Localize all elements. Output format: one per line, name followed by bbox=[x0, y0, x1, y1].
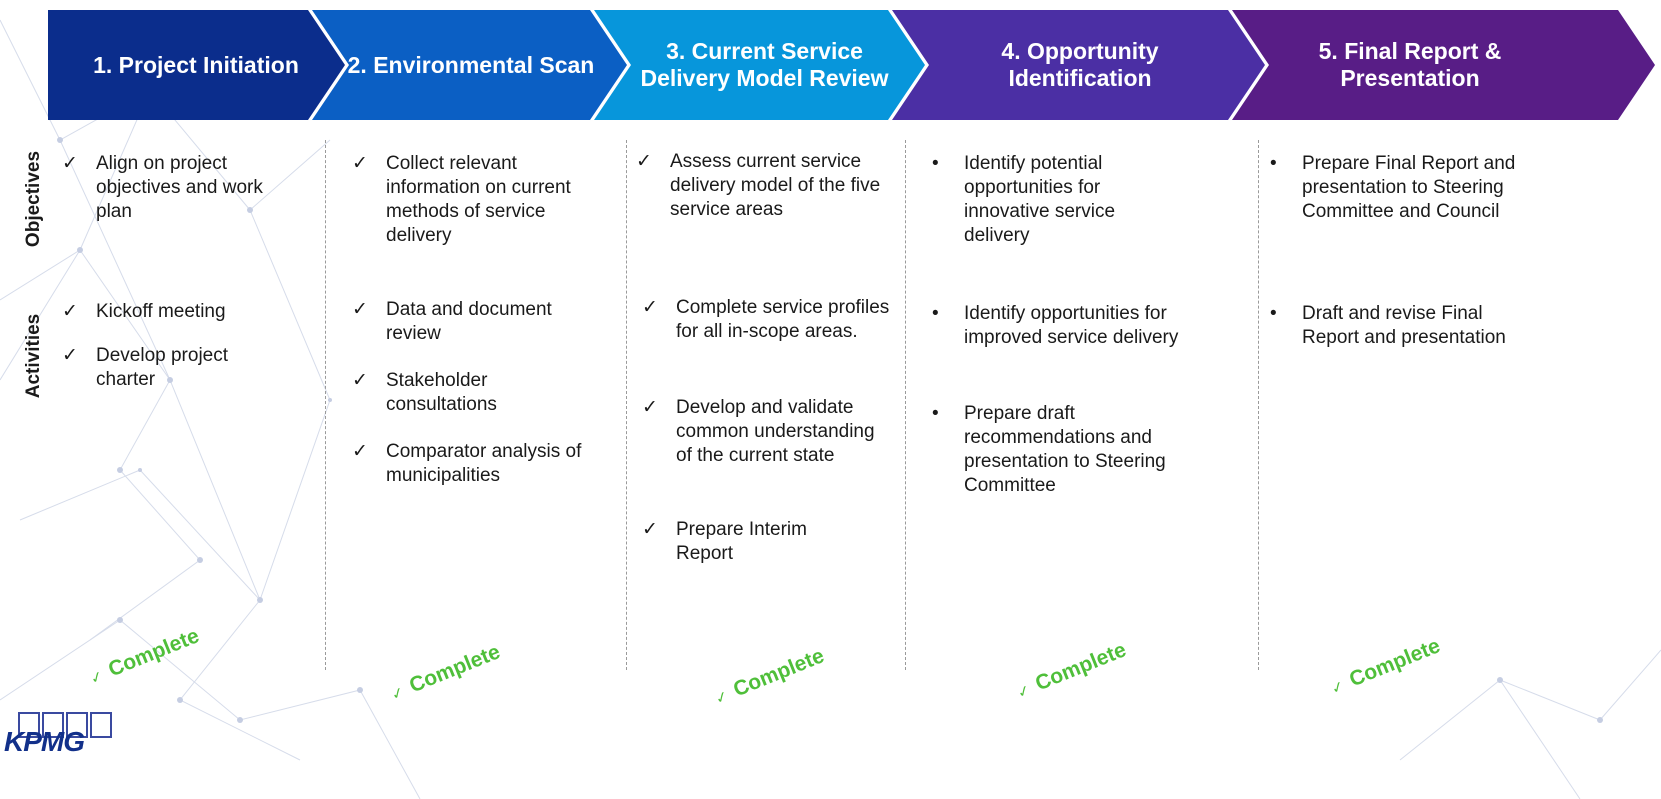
phase-3-title: 3. Current Service Delivery Model Review bbox=[640, 38, 889, 91]
phase-1-title: 1. Project Initiation bbox=[93, 51, 299, 78]
objective-text: Identify potential opportunities for inn… bbox=[964, 153, 1116, 246]
checkmark-icon: ✓ bbox=[352, 299, 368, 320]
checkmark-icon: ✓ bbox=[87, 667, 106, 689]
objective-text: Prepare Final Report and presentation to… bbox=[1302, 153, 1516, 222]
checkmark-icon: ✓ bbox=[62, 153, 78, 174]
activity-text: Develop and validate common understandin… bbox=[676, 397, 875, 466]
complete-status-badge: ✓Complete bbox=[387, 640, 504, 706]
objective-text: Align on project objectives and work pla… bbox=[96, 153, 263, 222]
complete-status-text: Complete bbox=[1346, 634, 1444, 692]
column-divider bbox=[626, 140, 627, 670]
activities-row-label: Activities bbox=[23, 313, 44, 399]
logo-box bbox=[66, 712, 88, 738]
checkmark-icon: ✓ bbox=[712, 687, 731, 709]
checkmark-icon: ✓ bbox=[642, 397, 658, 418]
checkmark-icon: ✓ bbox=[62, 345, 78, 366]
complete-status-badge: ✓Complete bbox=[711, 644, 828, 710]
activity-text: Draft and revise Final Report and presen… bbox=[1302, 303, 1506, 348]
complete-status-badge: ✓Complete bbox=[1013, 638, 1130, 704]
phase-chevron-bar bbox=[48, 10, 1655, 120]
phase-chevron-1 bbox=[48, 10, 345, 120]
checkmark-icon: ✓ bbox=[1328, 677, 1347, 699]
checkmark-icon: ✓ bbox=[642, 519, 658, 540]
logo-box bbox=[42, 712, 64, 738]
phase-2-title: 2. Environmental Scan bbox=[347, 51, 595, 78]
complete-status-text: Complete bbox=[105, 624, 203, 682]
activity-text: Prepare Interim Report bbox=[676, 519, 807, 564]
logo-box bbox=[18, 712, 40, 738]
column-divider bbox=[325, 140, 326, 670]
phase-4-title: 4. Opportunity Identification bbox=[1001, 38, 1159, 91]
checkmark-icon: ✓ bbox=[388, 683, 407, 705]
bullet-icon: • bbox=[1270, 153, 1277, 174]
phase-chevron-5 bbox=[1232, 10, 1655, 120]
objective-text: Collect relevant information on current … bbox=[386, 153, 571, 246]
bullet-icon: • bbox=[1270, 303, 1277, 324]
activity-text: Identify opportunities for improved serv… bbox=[964, 303, 1179, 348]
logo-box bbox=[90, 712, 112, 738]
bullet-icon: • bbox=[932, 153, 939, 174]
phase-5-title: 5. Final Report & Presentation bbox=[1318, 38, 1502, 91]
activity-text: Complete service profiles for all in-sco… bbox=[676, 297, 890, 342]
complete-status-badge: ✓Complete bbox=[86, 624, 203, 690]
activity-text: Develop project charter bbox=[96, 345, 229, 390]
activity-text: Comparator analysis of municipalities bbox=[386, 441, 582, 486]
objective-text: Assess current service delivery model of… bbox=[670, 151, 881, 220]
bullet-icon: • bbox=[932, 303, 939, 324]
checkmark-icon: ✓ bbox=[352, 441, 368, 462]
phase-chevron-2 bbox=[312, 10, 627, 120]
checkmark-icon: ✓ bbox=[636, 151, 652, 172]
checkmark-icon: ✓ bbox=[642, 297, 658, 318]
column-divider bbox=[1258, 140, 1259, 670]
kpmg-logo: KPMG bbox=[4, 712, 122, 796]
checkmark-icon: ✓ bbox=[62, 301, 78, 322]
activity-text: Kickoff meeting bbox=[96, 301, 226, 322]
activity-text: Prepare draft recommendations and presen… bbox=[964, 403, 1166, 496]
logo-wordmark: KPMG bbox=[4, 726, 85, 757]
objectives-row-label: Objectives bbox=[23, 150, 44, 248]
activity-text: Data and document review bbox=[386, 299, 552, 344]
phase-chevron-3 bbox=[594, 10, 925, 120]
activity-text: Stakeholder consultations bbox=[386, 370, 497, 415]
bullet-icon: • bbox=[932, 403, 939, 424]
complete-status-badge: ✓Complete bbox=[1327, 634, 1444, 700]
checkmark-icon: ✓ bbox=[352, 153, 368, 174]
checkmark-icon: ✓ bbox=[1014, 681, 1033, 703]
complete-status-text: Complete bbox=[730, 644, 828, 702]
complete-status-text: Complete bbox=[406, 640, 504, 698]
complete-status-text: Complete bbox=[1032, 638, 1130, 696]
checkmark-icon: ✓ bbox=[352, 370, 368, 391]
column-divider bbox=[905, 140, 906, 670]
phase-chevron-4 bbox=[892, 10, 1265, 120]
